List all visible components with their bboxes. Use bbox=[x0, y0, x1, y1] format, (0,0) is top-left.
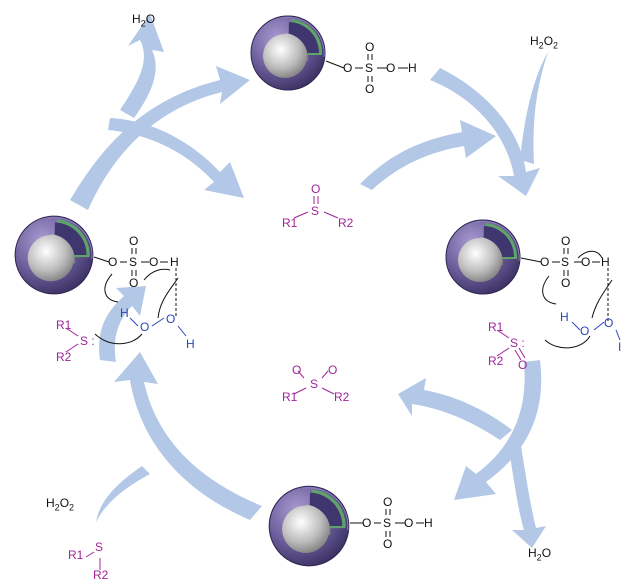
oxygen-atom: O bbox=[149, 255, 159, 269]
core-shell-nanoparticle-icon bbox=[268, 485, 350, 567]
sulfide-r1: R1 bbox=[68, 548, 84, 562]
oxygen-atom: O bbox=[129, 234, 139, 248]
sulfide-r1: R1 bbox=[56, 318, 72, 332]
peroxide-label: H2O2 bbox=[46, 496, 75, 513]
sulfoxide-r2: R2 bbox=[338, 216, 354, 230]
sulfoxide-r2: R2 bbox=[488, 354, 504, 368]
sulfur-bonds bbox=[65, 196, 526, 570]
peroxide-oxygen: O bbox=[580, 324, 590, 338]
curved-flow-arrow-icon bbox=[120, 14, 164, 118]
peroxide-oxygen: O bbox=[140, 320, 150, 334]
oxygen-atom: O bbox=[540, 255, 550, 269]
sulfone-oxygen: O bbox=[292, 363, 302, 377]
peroxide-oxygen: O bbox=[166, 312, 176, 326]
curved-flow-arrow-icon bbox=[520, 52, 548, 164]
curved-flow-arrow-icon bbox=[108, 118, 244, 198]
curved-flow-arrow-icon bbox=[430, 68, 540, 196]
truncated-label: I bbox=[618, 340, 622, 354]
peroxide-hydrogen: H bbox=[560, 310, 569, 324]
sulfoxide-sulfur: S : bbox=[510, 336, 525, 350]
curved-flow-arrow-icon bbox=[114, 352, 262, 520]
sulfoxide-oxygen: O bbox=[518, 358, 528, 372]
oxygen-atom: O bbox=[365, 82, 375, 96]
curved-flow-arrow-icon bbox=[360, 120, 496, 190]
peroxide-label: H2O2 bbox=[530, 34, 559, 51]
core-shell-nanoparticle-icon bbox=[250, 15, 326, 91]
oxygen-atom: O bbox=[108, 255, 118, 269]
sulfide-sulfur: S : bbox=[80, 334, 95, 348]
oxygen-atom: O bbox=[365, 40, 375, 54]
sulfur-atom: S bbox=[365, 61, 374, 75]
curved-flow-arrow-icon bbox=[508, 440, 546, 548]
curved-flow-arrow-icon bbox=[398, 378, 512, 440]
sulfur-atom: S bbox=[129, 255, 138, 269]
curved-flow-arrow-icon bbox=[99, 286, 146, 362]
peroxide-hydrogen: H bbox=[120, 306, 129, 320]
hydrogen-atom: H bbox=[424, 516, 433, 530]
peroxide-hydrogen: H bbox=[186, 337, 195, 351]
curved-flow-arrow-icon bbox=[70, 66, 250, 210]
sulfoxide-oxygen: O bbox=[311, 182, 321, 196]
sulfur-atom: S bbox=[561, 255, 570, 269]
water-label: H2O bbox=[528, 546, 552, 563]
oxygen-atom: O bbox=[383, 495, 393, 509]
sulfone-r1: R1 bbox=[282, 390, 298, 404]
oxygen-atom: O bbox=[129, 276, 139, 290]
curved-flow-arrow-icon bbox=[454, 360, 542, 500]
oxygen-atom: O bbox=[362, 516, 372, 530]
sulfone-sulfur: S bbox=[310, 377, 319, 391]
oxygen-atom: O bbox=[343, 61, 353, 75]
sulfoxide-r1: R1 bbox=[282, 216, 298, 230]
curved-flow-arrow-icon bbox=[96, 466, 150, 522]
hydrogen-atom: H bbox=[170, 255, 179, 269]
sulfide-sulfur: S bbox=[95, 540, 104, 554]
bond-lines bbox=[93, 54, 613, 537]
core-shell-nanoparticle-icon bbox=[445, 219, 521, 295]
peroxide-oxygen: O bbox=[604, 316, 614, 330]
sulfide-r2: R2 bbox=[56, 350, 72, 364]
sulfide-r2: R2 bbox=[93, 568, 109, 582]
water-label: H2O bbox=[132, 12, 156, 29]
oxygen-atom: O bbox=[581, 255, 591, 269]
sulfone-r2: R2 bbox=[334, 390, 350, 404]
oxygen-atom: O bbox=[383, 537, 393, 551]
core-shell-nanoparticle-icon bbox=[14, 215, 94, 295]
hydrogen-atom: H bbox=[408, 61, 417, 75]
peroxide-bonds bbox=[129, 317, 621, 341]
sulfoxide-sulfur: S bbox=[311, 204, 320, 218]
oxygen-atom: O bbox=[404, 516, 414, 530]
sulfone-oxygen: O bbox=[328, 363, 338, 377]
sulfoxide-r1: R1 bbox=[488, 320, 504, 334]
hydrogen-atom: H bbox=[601, 255, 610, 269]
oxygen-atom: O bbox=[561, 276, 571, 290]
oxygen-atom: O bbox=[386, 61, 396, 75]
sulfur-atom: S bbox=[383, 516, 392, 530]
oxygen-atom: O bbox=[561, 234, 571, 248]
flow-arrows bbox=[70, 14, 548, 548]
